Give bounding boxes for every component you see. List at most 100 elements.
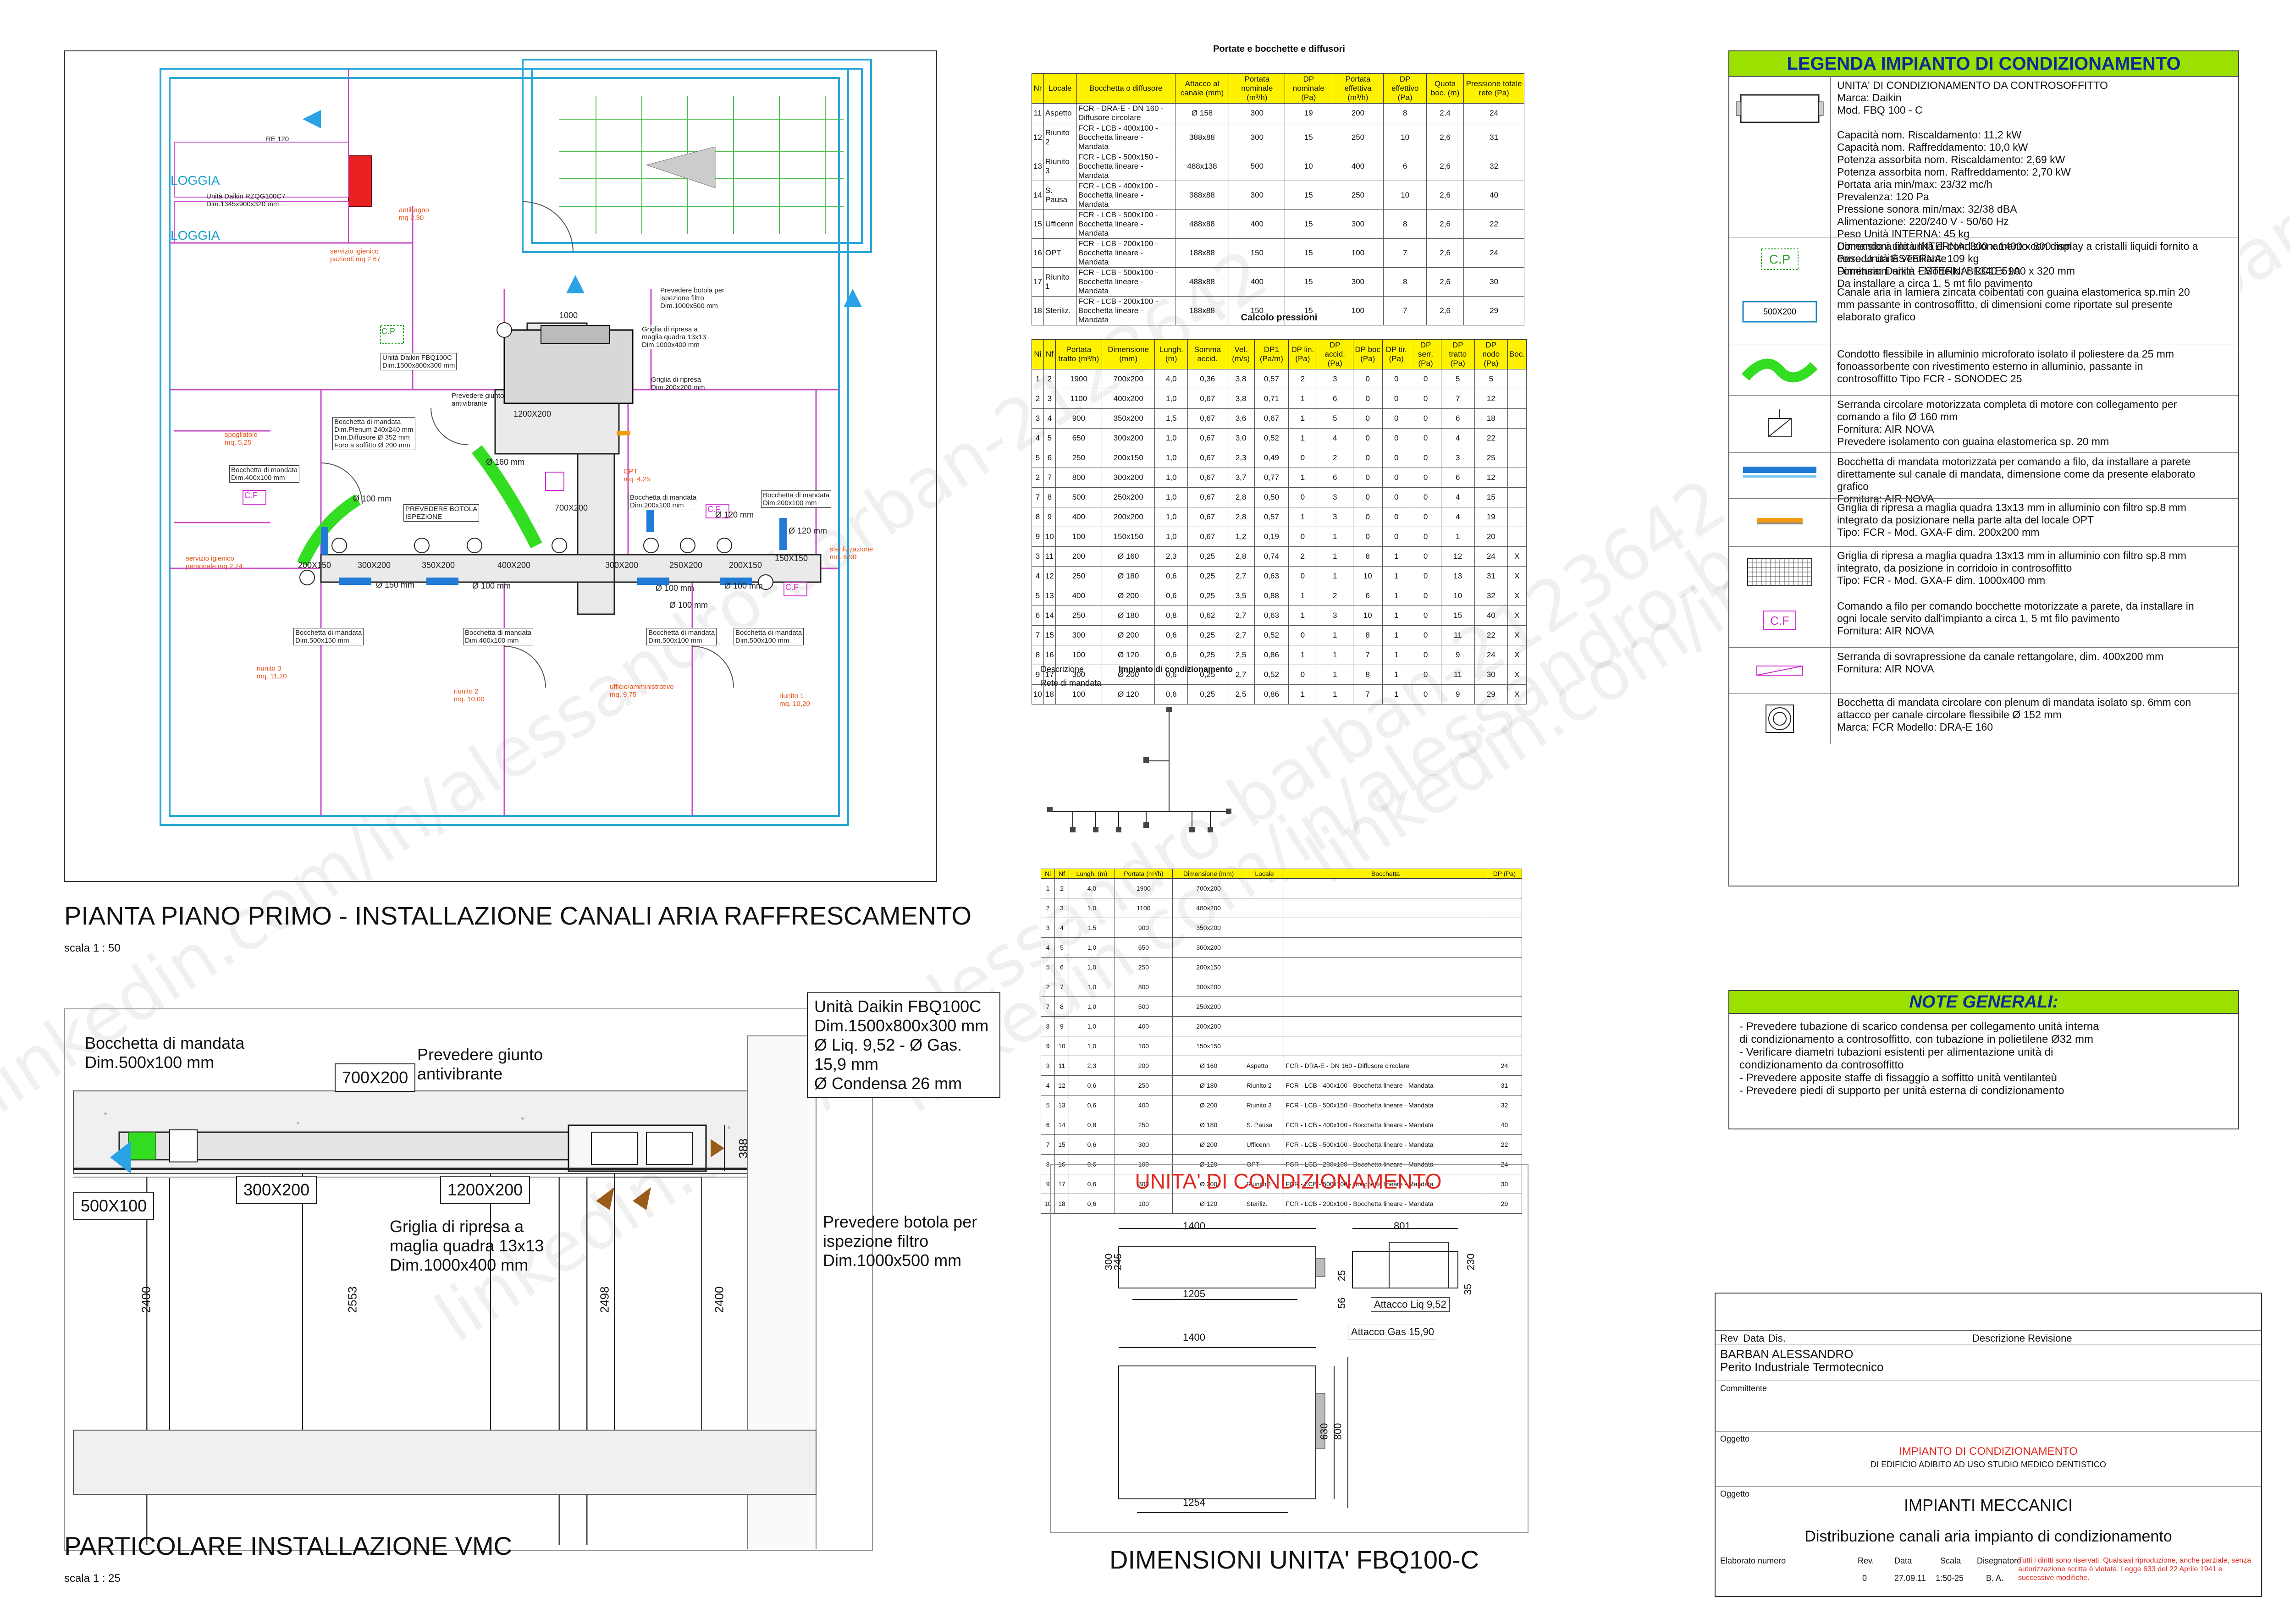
table-cell: [1244, 937, 1285, 958]
bocchetta-label: Bocchetta di mandata Dim.500x100 mm: [646, 628, 717, 645]
duct-label: 1200X200: [513, 409, 552, 418]
table-cell: 11: [1054, 1056, 1069, 1076]
table-header-cell: DP1 (Pa/m): [1254, 339, 1289, 369]
big-grille-icon: [1729, 547, 1831, 597]
table-cell: 9: [1043, 507, 1056, 527]
label-line: Bocchetta di mandata: [85, 1034, 245, 1052]
table-cell: 1: [1032, 369, 1044, 389]
legend-line: Fornitura: Daikin - Modello: BRC1E51A: [1837, 265, 2021, 277]
legend-line: Prevedere isolamento con guaina elastome…: [1837, 435, 2109, 447]
duct-label: 1200X200: [440, 1176, 530, 1204]
table-cell: 24: [1474, 546, 1508, 567]
legend-line: corredo unità ventilante: [1837, 253, 1947, 264]
table-cell: 2: [1040, 977, 1055, 997]
tb-footer-value: 27.09.11: [1894, 1574, 1926, 1583]
table-cell: 200: [1332, 103, 1384, 123]
table-cell: [1284, 1016, 1487, 1036]
table-cell: 2,6: [1426, 267, 1464, 297]
table-cell: 3: [1032, 546, 1044, 567]
table-cell: Ø 158: [1175, 103, 1230, 123]
table-cell: 1: [1288, 468, 1317, 488]
legend-line: integrato da posizionare nella parte alt…: [1837, 514, 2094, 526]
duct-label: 700X200: [335, 1063, 416, 1092]
table-cell: 15: [1474, 487, 1508, 507]
tb-committente-row: Committente: [1716, 1381, 2261, 1431]
section-scale: scala 1 : 25: [64, 1572, 121, 1585]
table-cell: 2,8: [1227, 487, 1255, 507]
legend-line: elaborato grafico: [1837, 311, 1916, 323]
table-cell: 22: [1486, 1134, 1523, 1155]
table-cell: 0,67: [1254, 408, 1289, 429]
duct-label: 250X200: [669, 561, 703, 570]
callout-line: Ø Liq. 9,52 - Ø Gas. 15,9 mm: [814, 1035, 962, 1073]
table-cell: 1: [1288, 586, 1317, 606]
legend-line: Serranda circolare motorizzata completa …: [1837, 398, 2177, 410]
table-cell: Ø 200: [1172, 1174, 1245, 1194]
table-cell: 6: [1032, 606, 1044, 626]
table-cell: 3: [1054, 898, 1069, 918]
table-cell: 300: [1055, 625, 1102, 645]
duct-label: Ø 100 mm: [724, 581, 763, 590]
table-cell: 9: [1054, 1016, 1069, 1036]
table-cell: 3: [1032, 408, 1044, 429]
table-cell: 4: [1440, 507, 1475, 527]
tb-rev-header: Data: [1743, 1332, 1765, 1344]
table-cell: 7: [1040, 996, 1055, 1017]
table-cell: 2,7: [1227, 566, 1255, 586]
table-cell: 1: [1316, 645, 1353, 665]
table-cell: [1507, 527, 1527, 547]
unit-dim: 801: [1394, 1220, 1411, 1232]
table-cell: X: [1507, 586, 1527, 606]
table-cell: Ufficenn: [1043, 209, 1077, 239]
tb-oggetto-label: Oggetto: [1720, 1434, 1750, 1443]
table-cell: 100: [1115, 1194, 1173, 1214]
table-header-cell: Portata (m³/h): [1115, 869, 1173, 879]
table-cell: 8: [1040, 1016, 1055, 1036]
table-cell: 2,5: [1227, 684, 1255, 705]
table-cell: 24: [1474, 645, 1508, 665]
legend-panel: LEGENDA IMPIANTO DI CONDIZIONAMENTO UNIT…: [1728, 50, 2239, 886]
table-cell: Ø 200: [1101, 586, 1155, 606]
table-header-cell: Dimensione (mm): [1172, 869, 1245, 879]
duct-label: 300X200: [605, 561, 639, 570]
table-cell: [1284, 937, 1487, 958]
table-cell: 1: [1316, 566, 1353, 586]
table-cell: 6: [1040, 1115, 1055, 1135]
table-cell: Ø 180: [1172, 1075, 1245, 1096]
room-label-spogliatoio: spogliatoio mq. 5,25: [225, 431, 258, 446]
tb-oggetto2-label: Oggetto: [1720, 1489, 1750, 1498]
table-cell: [1486, 977, 1523, 997]
table-cell: 1900: [1055, 369, 1102, 389]
table-cell: Ø 200: [1101, 625, 1155, 645]
table-cell: 0,52: [1254, 428, 1289, 448]
table-cell: 13: [1440, 566, 1475, 586]
table-cell: 0: [1410, 684, 1441, 705]
table-cell: 300x200: [1172, 977, 1245, 997]
bocchetta-label: Bocchetta di mandata Dim.200x100 mm: [761, 490, 832, 508]
unit-drawing-title: DIMENSIONI UNITA' FBQ100-C: [1109, 1545, 1479, 1574]
table-cell: X: [1507, 566, 1527, 586]
tb-rev-header: Descrizione Revisione: [1972, 1332, 2072, 1344]
legend-row: Griglia di ripresa a maglia quadra 13x13…: [1729, 546, 2238, 597]
table-cell: 250: [1055, 566, 1102, 586]
tb-author: BARBAN ALESSANDRO: [1720, 1347, 1854, 1361]
legend-line: Fornitura: AIR NOVA: [1837, 493, 1934, 505]
table-cell: 2,8: [1227, 546, 1255, 567]
legend-line: Pressione sonora min/max: 32/38 dBA: [1837, 203, 2017, 215]
table-cell: [1486, 996, 1523, 1017]
table-cell: 16: [1032, 238, 1044, 268]
table-cell: 350x200: [1172, 918, 1245, 938]
legend-line: ogni locale servito dall'impianto a circ…: [1837, 612, 2120, 624]
duct-label: 300X200: [236, 1176, 317, 1204]
table-cell: 300: [1229, 103, 1286, 123]
dim-label: 388: [736, 1138, 750, 1159]
botola-ispezione-label: PREVEDERE BOTOLA ISPEZIONE: [403, 504, 480, 522]
table-cell: 4: [1040, 1075, 1055, 1096]
tb-rev-header: Rev: [1720, 1332, 1738, 1344]
